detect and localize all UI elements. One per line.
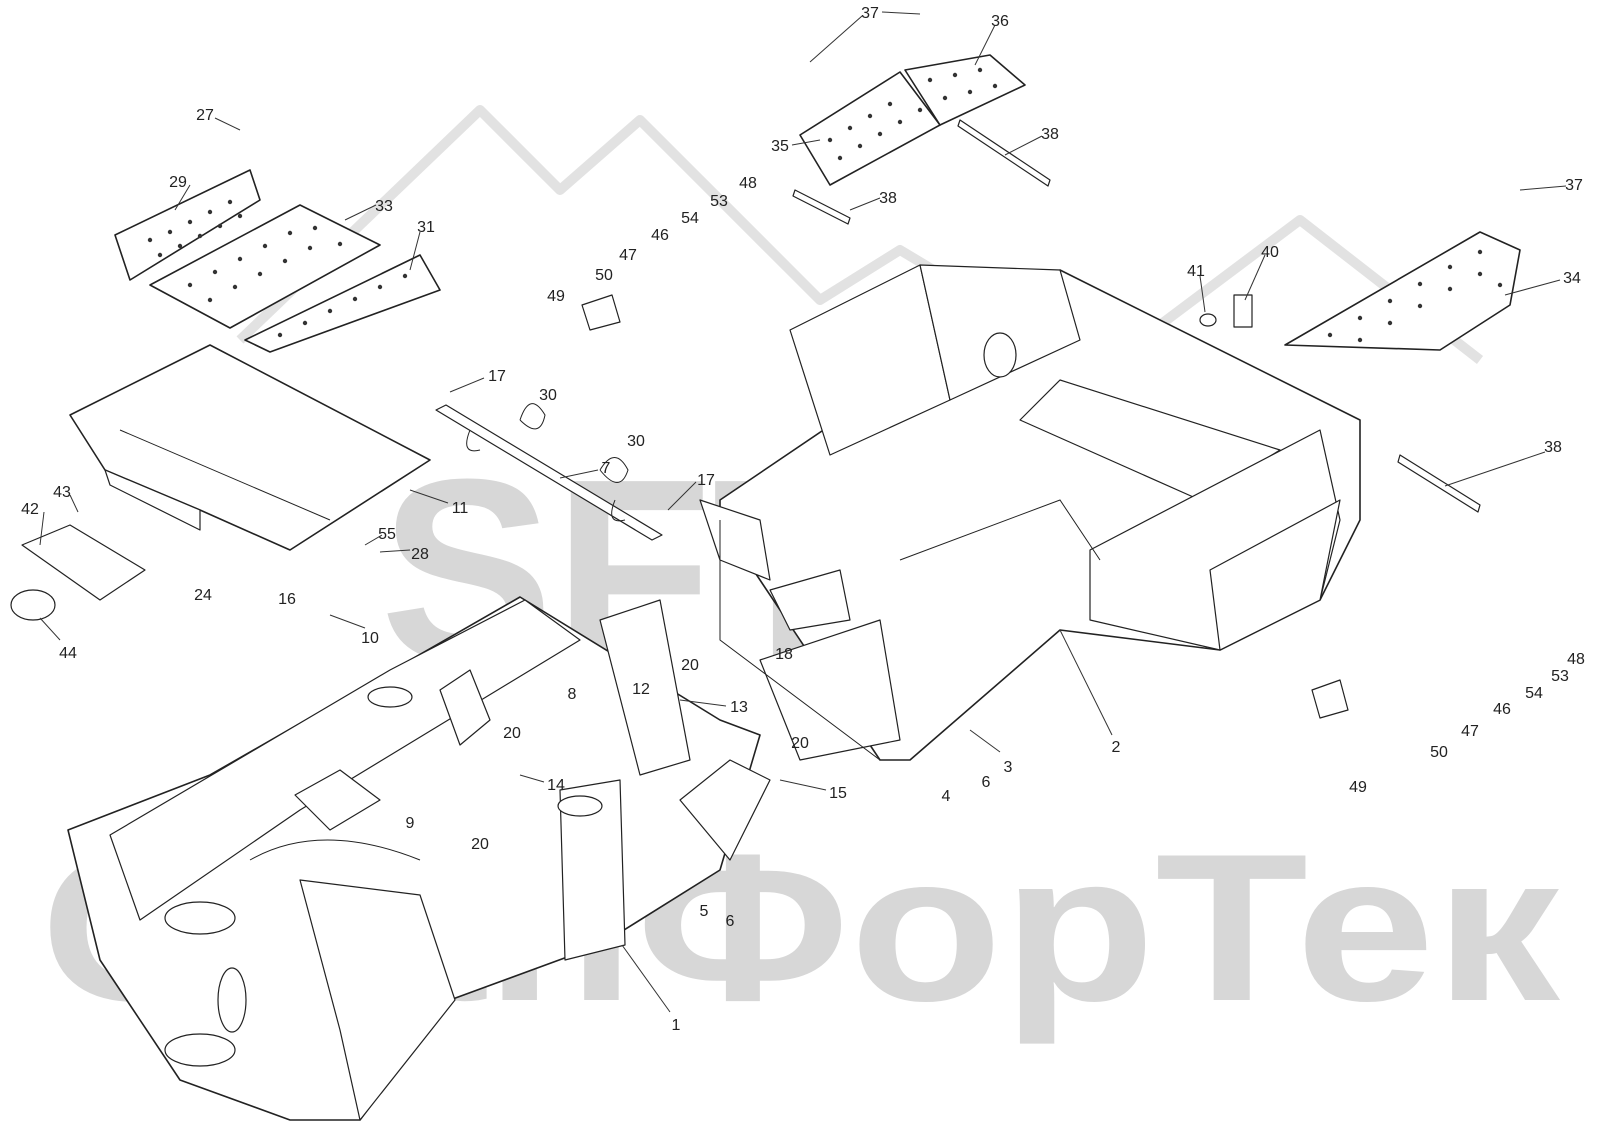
part-label-l36: 36 (991, 13, 1009, 30)
part-label-l54a: 54 (681, 210, 699, 227)
part-label-l30b: 30 (627, 433, 645, 450)
cover-part-11 (69, 344, 431, 551)
part-label-l46a: 46 (651, 227, 669, 244)
part-label-l10: 10 (361, 630, 379, 647)
part-label-l9: 9 (406, 815, 415, 832)
part-label-l37b: 37 (1565, 177, 1583, 194)
part-label-l15: 15 (829, 785, 847, 802)
part-label-l20a: 20 (681, 657, 699, 674)
part-label-l5: 5 (700, 903, 709, 920)
step-plate-36 (904, 54, 1026, 126)
part-label-l42: 42 (21, 501, 39, 518)
part-label-l38c: 38 (1544, 439, 1562, 456)
part-label-l18: 18 (775, 646, 793, 663)
part-label-l12: 12 (632, 681, 650, 698)
part-label-l2: 2 (1112, 739, 1121, 756)
part-label-l3: 3 (1004, 759, 1013, 776)
part-label-l37a: 37 (861, 5, 879, 22)
part-label-l48b: 48 (1567, 651, 1585, 668)
part-label-l47a: 47 (619, 247, 637, 264)
part-label-l29: 29 (169, 174, 187, 191)
part-label-l40: 40 (1261, 244, 1279, 261)
step-plates (114, 54, 1521, 353)
part-label-l6a: 6 (982, 774, 991, 791)
part-label-l28: 28 (411, 546, 429, 563)
part-label-l46b: 46 (1493, 701, 1511, 718)
part-label-l47b: 47 (1461, 723, 1479, 740)
part-label-l49a: 49 (547, 288, 565, 305)
part-label-l8: 8 (568, 686, 577, 703)
part-label-l33: 33 (375, 198, 393, 215)
part-label-l38b: 38 (879, 190, 897, 207)
part-label-l41: 41 (1187, 263, 1205, 280)
leader-lines (39, 11, 1567, 1013)
part-label-l54b: 54 (1525, 685, 1543, 702)
part-label-l7: 7 (602, 460, 611, 477)
part-label-l50a: 50 (595, 267, 613, 284)
part-label-l20b: 20 (503, 725, 521, 742)
part-label-l11: 11 (452, 500, 469, 517)
part-label-l20c: 20 (791, 735, 809, 752)
step-plate-29 (114, 169, 261, 281)
part-label-l4: 4 (942, 788, 951, 805)
part-label-l17a: 17 (488, 368, 506, 385)
part-label-l20d: 20 (471, 836, 489, 853)
step-plate-33 (149, 204, 381, 329)
part-label-l55: 55 (378, 526, 396, 543)
part-label-l50b: 50 (1430, 744, 1448, 761)
part-label-l38a: 38 (1041, 126, 1059, 143)
part-label-l27: 27 (196, 107, 214, 124)
part-label-l17b: 17 (697, 472, 715, 489)
part-label-l6b: 6 (726, 913, 735, 930)
part-label-l53a: 53 (710, 193, 728, 210)
part-label-l44: 44 (59, 645, 77, 662)
part-label-l16: 16 (278, 591, 296, 608)
part-label-l49b: 49 (1349, 779, 1367, 796)
part-label-l53b: 53 (1551, 668, 1569, 685)
bracket-part-42 (10, 119, 1481, 719)
part-label-l31: 31 (417, 219, 435, 236)
step-plate-31 (244, 254, 441, 353)
part-label-l34: 34 (1563, 270, 1581, 287)
part-label-l24: 24 (194, 587, 212, 604)
part-label-l30a: 30 (539, 387, 557, 404)
part-label-l43: 43 (53, 484, 71, 501)
part-label-l1: 1 (672, 1017, 681, 1034)
part-label-l35: 35 (771, 138, 789, 155)
part-label-l48a: 48 (739, 175, 757, 192)
rear-frame-part-2 (699, 264, 1361, 761)
part-label-l13: 13 (730, 699, 748, 716)
part-label-l14: 14 (547, 777, 565, 794)
bar-part-7 (435, 403, 663, 541)
step-plate-34 (1284, 231, 1521, 351)
front-frame-part-1 (67, 596, 771, 1121)
